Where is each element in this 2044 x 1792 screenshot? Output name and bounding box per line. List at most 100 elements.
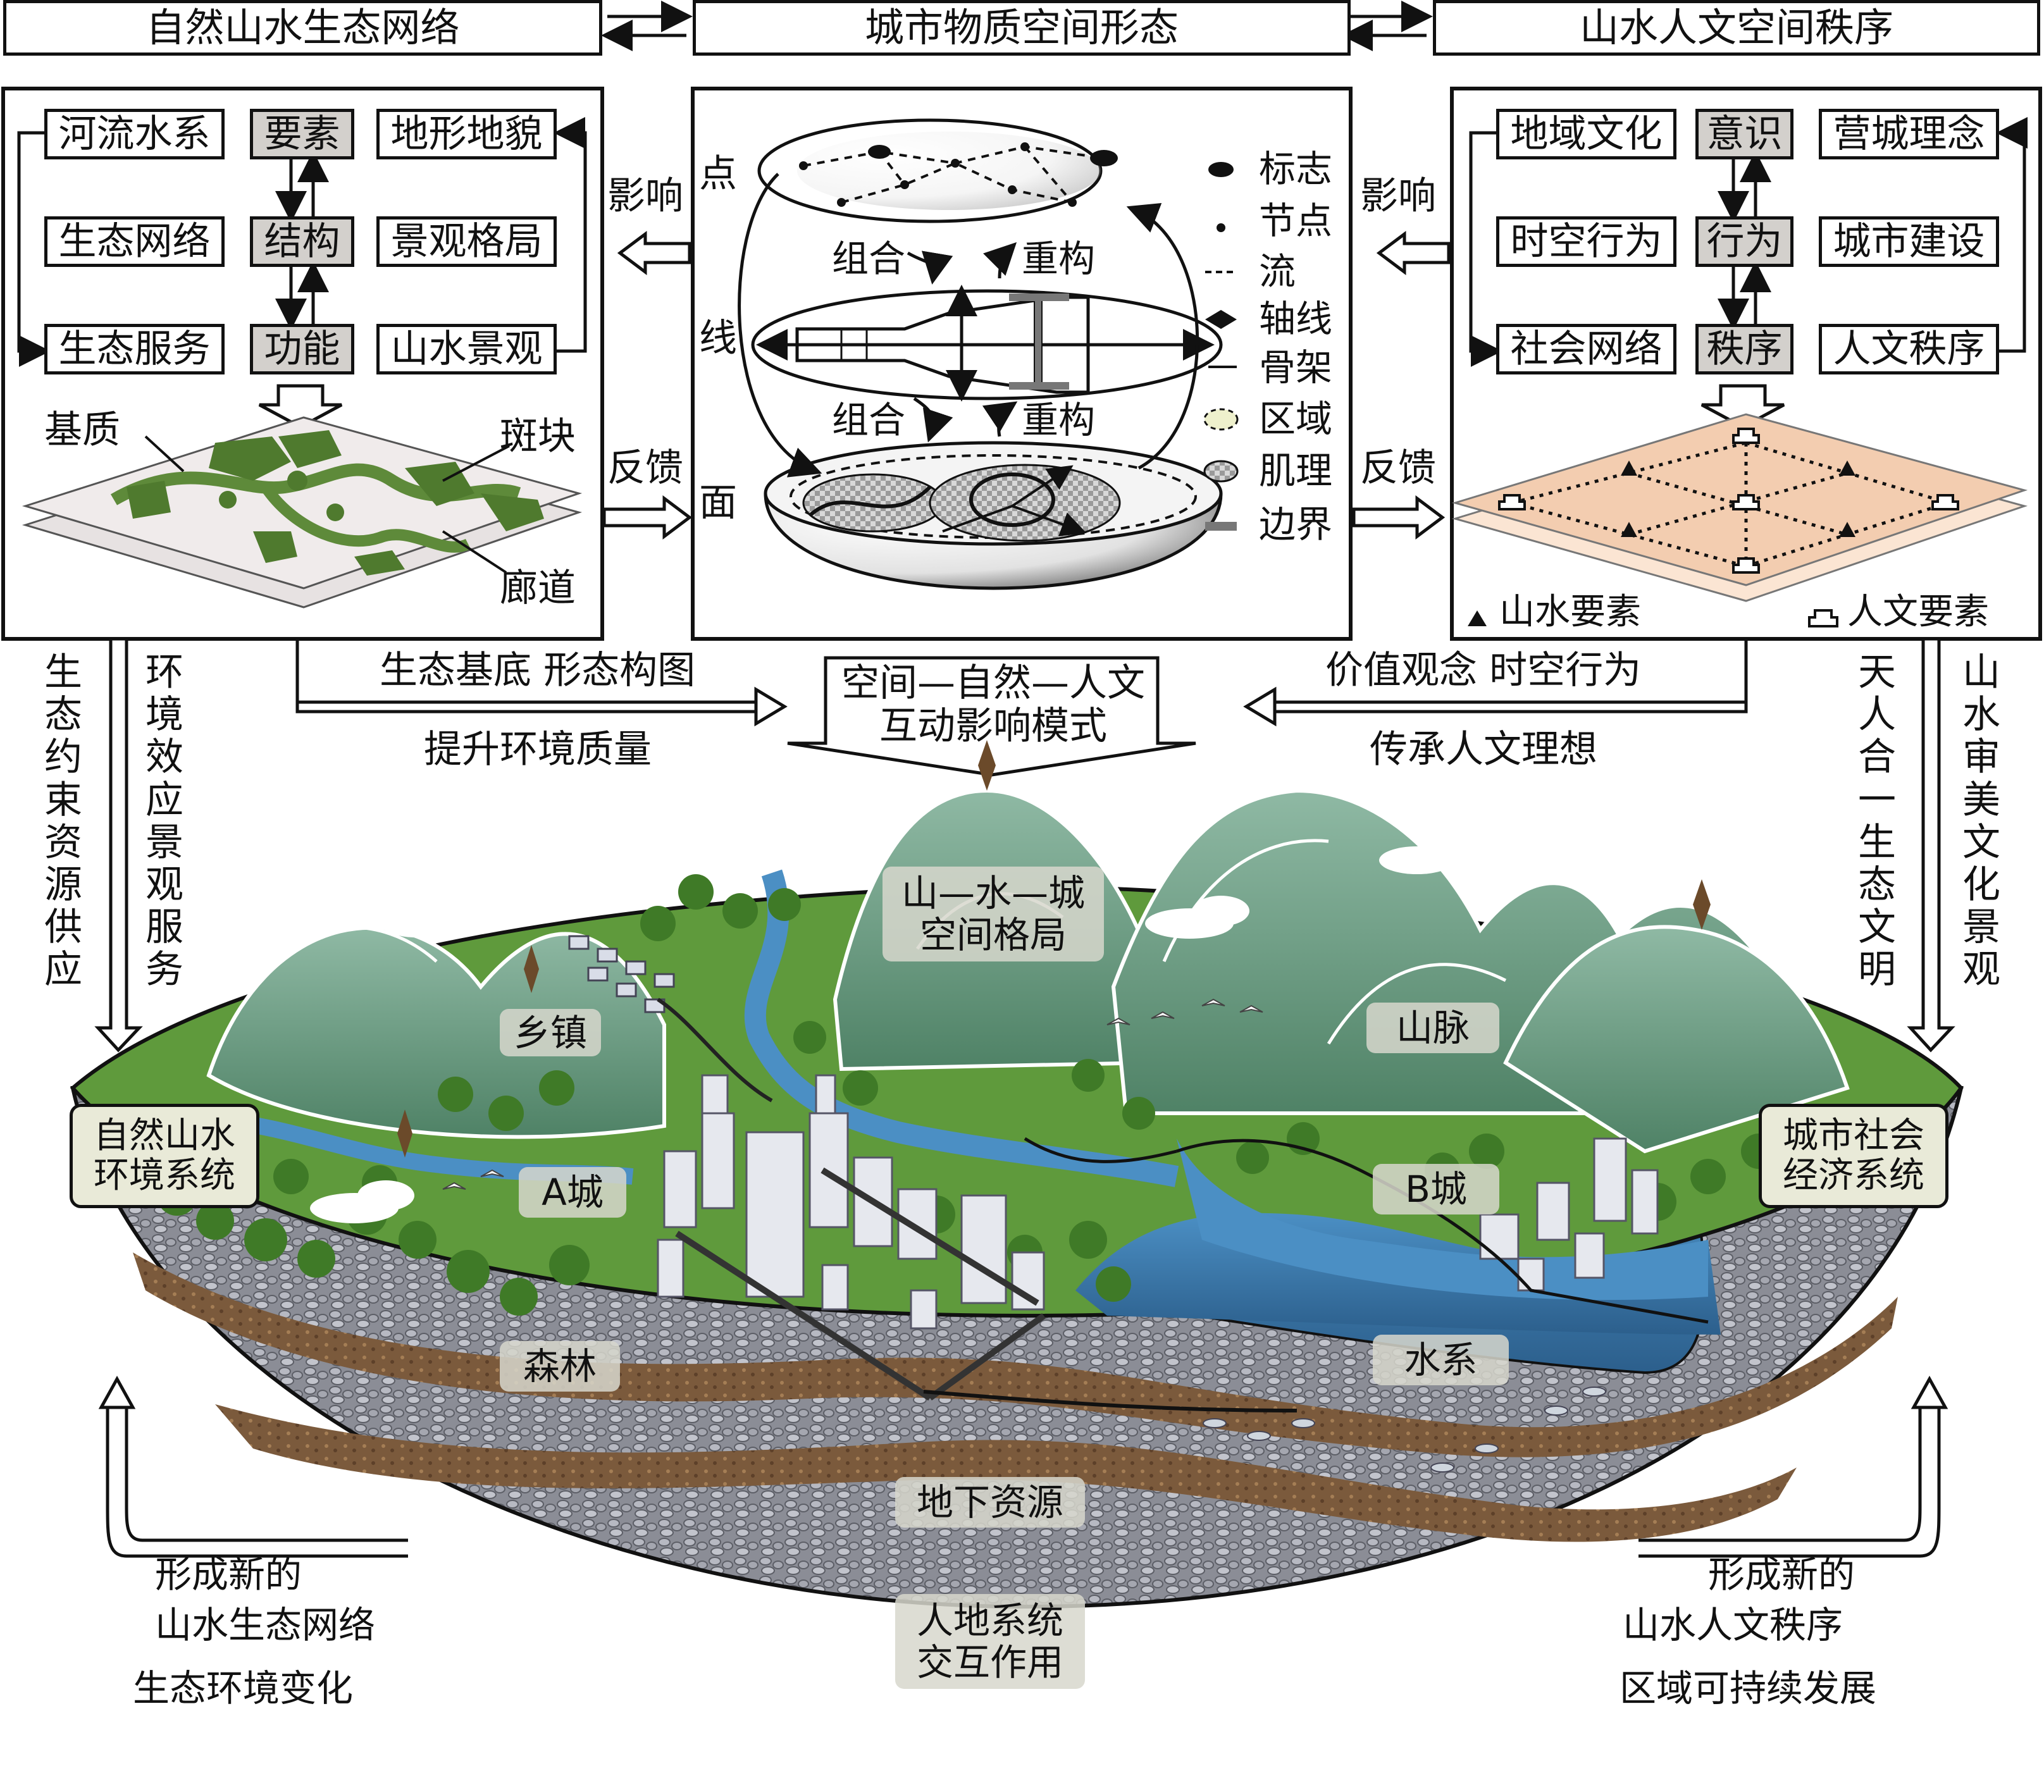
box-humanistic-order: 人文秩序 xyxy=(1819,324,1999,374)
label-township: 乡镇 xyxy=(500,1009,601,1056)
left-down-hollow-arrow xyxy=(258,384,343,429)
label-reconstruct-top: 重构 xyxy=(1022,237,1096,280)
header-humanistic-order: 山水人文空间秩序 xyxy=(1433,0,2040,56)
box-regional-culture: 地域文化 xyxy=(1496,109,1676,159)
label-combine-bottom: 组合 xyxy=(832,399,906,442)
label-improve-env: 提升环境质量 xyxy=(424,727,652,772)
legend-axis: 轴线 xyxy=(1259,297,1333,340)
box-eco-service: 生态服务 xyxy=(44,324,225,374)
box-eco-network: 生态网络 xyxy=(44,216,225,267)
label-spatial-pattern-1: 山—水—城 xyxy=(901,872,1085,915)
label-human-land-1: 人地系统 xyxy=(916,1599,1063,1642)
box-social-network: 社会网络 xyxy=(1496,324,1676,374)
label-eco-base: 生态基底 形态构图 xyxy=(380,648,696,693)
legend-skeleton: 骨架 xyxy=(1259,346,1333,389)
label-city-a: A城 xyxy=(519,1167,626,1218)
box-function: 功能 xyxy=(250,324,354,374)
feedback-left-arrow xyxy=(602,495,693,540)
bottom-up-arrows xyxy=(106,1404,1941,1558)
label-city-b: B城 xyxy=(1373,1164,1499,1214)
mode-title-2: 互动影响模式 xyxy=(879,704,1107,748)
mode-flow xyxy=(295,639,1748,714)
label-water-system: 水系 xyxy=(1373,1335,1509,1385)
bottom-left-1: 形成新的 xyxy=(155,1553,302,1596)
box-structure: 结构 xyxy=(250,216,354,267)
label-influence-right: 影响 xyxy=(1360,174,1436,218)
label-reconstruct-bottom: 重构 xyxy=(1022,399,1096,442)
natural-system-1: 自然山水 xyxy=(94,1115,235,1156)
bottom-left-3: 生态环境变化 xyxy=(133,1667,354,1710)
header-natural-network: 自然山水生态网络 xyxy=(3,0,602,56)
side-right-col2: 山水审美 文化景观 xyxy=(1962,650,2000,992)
mode-box-shape xyxy=(787,656,1196,777)
legend-landmark: 标志 xyxy=(1259,147,1333,190)
influence-left-arrow xyxy=(617,231,691,275)
label-mountain-range: 山脉 xyxy=(1366,1003,1499,1053)
bottom-right-3: 区域可持续发展 xyxy=(1620,1667,1877,1710)
header-arrows xyxy=(601,1,1433,51)
side-right-col1: 天人合一 生态文明 xyxy=(1858,650,1896,992)
label-corridor: 廊道 xyxy=(500,566,576,610)
box-order: 秩序 xyxy=(1695,324,1793,374)
box-elements: 要素 xyxy=(250,109,354,159)
legend-region: 区域 xyxy=(1259,397,1333,440)
label-spatial-pattern: 山—水—城 空间格局 xyxy=(883,867,1104,961)
natural-system-2: 环境系统 xyxy=(94,1154,235,1196)
label-feedback-right: 反馈 xyxy=(1360,446,1436,490)
urban-system-1: 城市社会 xyxy=(1783,1115,1924,1156)
box-natural-system: 自然山水 环境系统 xyxy=(70,1104,259,1208)
side-down-arrows xyxy=(94,637,1955,1053)
left-panel-frame xyxy=(1,87,604,641)
legend-boundary: 边界 xyxy=(1259,503,1333,546)
culture-grid-layers xyxy=(1451,413,2028,627)
label-line: 线 xyxy=(699,316,737,361)
legend-node: 节点 xyxy=(1259,199,1333,242)
legend-flow: 流 xyxy=(1259,250,1296,293)
box-landscape-pattern: 景观格局 xyxy=(376,216,557,267)
label-influence-left: 影响 xyxy=(607,174,683,218)
label-surface: 面 xyxy=(699,481,737,525)
box-behavior: 行为 xyxy=(1695,216,1793,267)
legend-mountain-water: 山水要素 xyxy=(1499,591,1641,633)
bottom-right-2: 山水人文秩序 xyxy=(1623,1604,1843,1647)
eco-network-layers xyxy=(22,416,583,609)
side-left-col2: 环境效应 景观服务 xyxy=(146,650,183,992)
side-left-col1: 生态约束 资源供应 xyxy=(44,650,82,992)
center-panel-frame xyxy=(691,87,1353,641)
box-urban-system: 城市社会 经济系统 xyxy=(1759,1104,1948,1208)
label-spatial-pattern-2: 空间格局 xyxy=(919,913,1067,956)
legend-texture: 肌理 xyxy=(1259,449,1333,492)
city-b-buildings xyxy=(1479,1137,1659,1292)
urban-system-2: 经济系统 xyxy=(1783,1154,1924,1196)
city-roads xyxy=(675,1167,1046,1401)
label-forest: 森林 xyxy=(500,1341,620,1392)
box-urban-construction: 城市建设 xyxy=(1819,216,1999,267)
box-consciousness: 意识 xyxy=(1695,109,1793,159)
right-panel-connectors xyxy=(1469,117,2028,367)
label-underground: 地下资源 xyxy=(895,1477,1085,1528)
box-spatiotemporal-behavior: 时空行为 xyxy=(1496,216,1676,267)
legend-cultural: 人文要素 xyxy=(1847,591,1989,633)
bottom-left-2: 山水生态网络 xyxy=(155,1604,376,1647)
header-urban-form: 城市物质空间形态 xyxy=(693,0,1351,56)
left-panel-connectors xyxy=(17,117,587,367)
influence-right-arrow xyxy=(1376,231,1451,275)
label-matrix: 基质 xyxy=(44,408,120,452)
center-morphology xyxy=(738,118,1239,590)
bottom-right-1: 形成新的 xyxy=(1708,1553,1855,1596)
label-point: 点 xyxy=(699,152,737,196)
label-inherit: 传承人文理想 xyxy=(1370,727,1597,772)
box-river-system: 河流水系 xyxy=(44,109,225,159)
label-values: 价值观念 时空行为 xyxy=(1325,648,1642,693)
label-combine-top: 组合 xyxy=(832,237,906,280)
label-patch: 斑块 xyxy=(500,414,576,459)
box-terrain: 地形地貌 xyxy=(376,109,557,159)
feedback-right-arrow xyxy=(1352,495,1446,540)
mode-title-1: 空间—自然—人文 xyxy=(841,661,1145,705)
right-down-hollow-arrow xyxy=(1700,384,1785,429)
label-feedback-left: 反馈 xyxy=(607,446,683,490)
box-city-concept: 营城理念 xyxy=(1819,109,1999,159)
label-human-land-2: 交互作用 xyxy=(916,1641,1063,1684)
